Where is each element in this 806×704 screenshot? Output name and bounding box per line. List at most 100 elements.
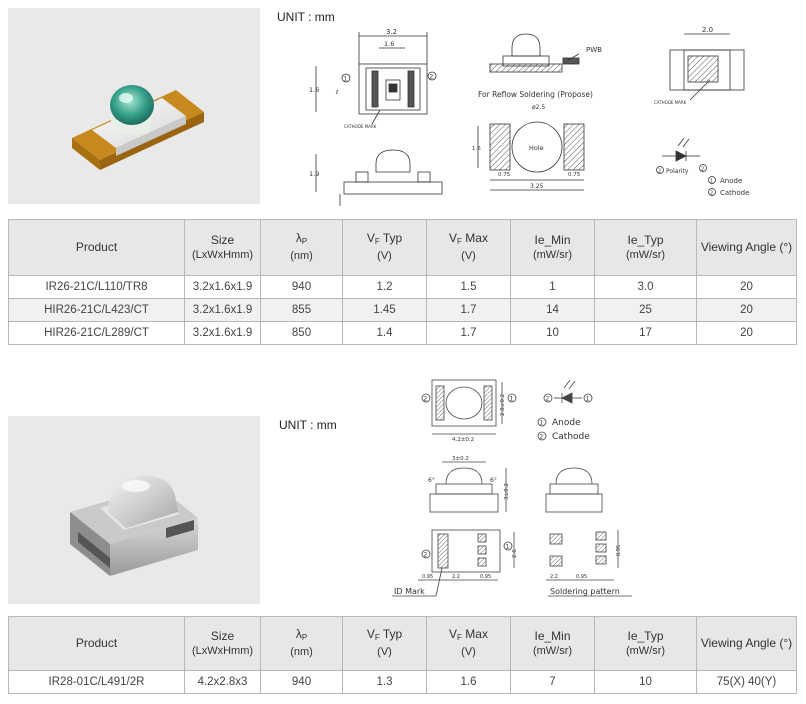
cell-vf-max: 1.5 — [426, 275, 511, 299]
dim-top-width: 4.2±0.2 — [452, 437, 474, 443]
header-ie-min: Ie_Min(mW/sr) — [510, 219, 595, 276]
dim-front-height: 3±0.2 — [504, 483, 510, 500]
dimension-drawing-ir28: 2 1 2.8±0.2 4.2±0.2 2 1 1 Anode 2 Cathod… — [386, 372, 646, 604]
dim-c: 0.95 — [480, 574, 491, 580]
led-smd-side-view-image — [70, 475, 198, 576]
cell-vf-max: 1.6 — [426, 670, 511, 694]
dim-length: 3.2 — [386, 28, 397, 36]
cell-ie-typ: 25 — [594, 298, 697, 322]
svg-text:2: 2 — [430, 74, 434, 81]
dim-b: 2.2 — [452, 574, 460, 580]
anode-label: Anode — [552, 418, 581, 428]
cell-lambda: 940 — [260, 275, 343, 299]
header-ie-typ: Ie_Typ(mW/sr) — [594, 219, 697, 276]
table-row: HIR26-21C/L423/CT 3.2x1.6x1.9 855 1.45 1… — [8, 298, 797, 322]
cell-vf-typ: 1.45 — [342, 298, 427, 322]
dimension-drawing-ir26: 3.2 1.6 1 2 1.6 ℓ CATHODE MARK — [300, 24, 800, 208]
soldering-label: Soldering pattern — [550, 587, 620, 596]
svg-text:1: 1 — [710, 179, 713, 185]
cell-lambda: 940 — [260, 670, 343, 694]
cell-ie-min: 7 — [510, 670, 595, 694]
pad-dim-left: 0.75 — [498, 172, 511, 178]
anode-label: Anode — [720, 177, 742, 185]
header-size: Size(LxWxHmm) — [184, 219, 261, 276]
cathode-label: Cathode — [720, 189, 749, 197]
table-row: HIR26-21C/L289/CT 3.2x1.6x1.9 850 1.4 1.… — [8, 321, 797, 345]
pad-height: 1.6 — [472, 146, 481, 152]
dim-a: 0.95 — [422, 574, 433, 580]
id-mark-label: ID Mark — [394, 587, 425, 596]
cathode-mark-label: CATHODE MARK — [344, 124, 377, 129]
cell-lambda: 855 — [260, 298, 343, 322]
top-view: 3.2 1.6 1 2 1.6 ℓ CATHODE MARK — [309, 28, 437, 129]
cell-angle: 75(X) 40(Y) — [696, 670, 797, 694]
cell-vf-max: 1.7 — [426, 321, 511, 345]
spec-table-ir28: Product Size(LxWxHmm) λP(nm) VF Typ(V) V… — [8, 616, 797, 694]
reflow-side-view: PWB For Reflow Soldering (Propose) — [478, 33, 602, 99]
svg-text:2: 2 — [658, 169, 661, 175]
cell-size: 3.2x1.6x1.9 — [184, 275, 261, 299]
cell-vf-max: 1.7 — [426, 298, 511, 322]
header-viewing-angle: Viewing Angle (°) — [696, 616, 797, 671]
unit-label: UNIT : mm — [277, 10, 335, 24]
pad-layout: ø2.5 Hole 1.6 0.75 0.75 3.25 — [472, 104, 585, 191]
top-view: 2 1 2.8±0.2 4.2±0.2 — [421, 379, 517, 443]
cell-lambda: 850 — [260, 321, 343, 345]
cell-product: HIR26-21C/L423/CT — [8, 298, 185, 322]
cell-ie-typ: 3.0 — [594, 275, 697, 299]
header-ie-min: Ie_Min(mW/sr) — [510, 616, 595, 671]
header-vf-typ: VF Typ(V) — [342, 219, 427, 276]
svg-text:0.95: 0.95 — [616, 545, 622, 556]
dim-e: 0.95 — [576, 574, 587, 580]
svg-text:1: 1 — [510, 396, 514, 403]
cell-size: 3.2x1.6x1.9 — [184, 321, 261, 345]
cell-angle: 20 — [696, 298, 797, 322]
cell-ie-min: 14 — [510, 298, 595, 322]
front-view: 1.9 — [309, 149, 443, 206]
cell-product: HIR26-21C/L289/CT — [8, 321, 185, 345]
cell-product: IR26-21C/L110/TR8 — [8, 275, 185, 299]
angle-right: 6° — [490, 477, 497, 484]
svg-text:ℓ: ℓ — [335, 89, 338, 96]
hole-diameter: ø2.5 — [532, 104, 545, 111]
dim-d: 2.2 — [550, 574, 558, 580]
header-product: Product — [8, 219, 185, 276]
dim-front-width: 3±0.2 — [452, 456, 469, 462]
cell-ie-min: 10 — [510, 321, 595, 345]
cell-vf-typ: 1.4 — [342, 321, 427, 345]
angle-left: 6° — [428, 477, 435, 484]
cell-ie-typ: 10 — [594, 670, 697, 694]
dim-h: 2.6 — [512, 549, 518, 558]
polarity-label: Polarity — [666, 168, 689, 175]
svg-text:1: 1 — [344, 76, 348, 83]
led-smd-1206-image — [72, 85, 204, 170]
product-photo-ir28 — [8, 416, 260, 604]
spec-table-ir26: Product Size(LxWxHmm) λP(nm) VF Typ(V) V… — [8, 219, 797, 345]
header-vf-max: VF Max(V) — [426, 616, 511, 671]
dim-top-height: 2.8±0.2 — [500, 394, 506, 416]
cell-product: IR28-01C/L491/2R — [8, 670, 185, 694]
header-product: Product — [8, 616, 185, 671]
dim-width-right: 2.0 — [702, 26, 713, 34]
svg-text:CATHODE MARK: CATHODE MARK — [654, 100, 687, 105]
header-ie-typ: Ie_Typ(mW/sr) — [594, 616, 697, 671]
dim-height-front: 1.9 — [309, 170, 319, 178]
soldering-pattern: 0.95 2.2 0.95 Soldering pattern — [546, 530, 632, 597]
svg-text:2: 2 — [424, 396, 428, 403]
table-header-row: Product Size(LxWxHmm) λP(nm) VF Typ(V) V… — [8, 616, 797, 671]
front-view: 3±0.2 6° 6° 3±0.2 — [428, 456, 603, 513]
svg-text:1: 1 — [506, 544, 510, 551]
table-row: IR28-01C/L491/2R 4.2x2.8x3 940 1.3 1.6 7… — [8, 670, 797, 694]
header-size: Size(LxWxHmm) — [184, 616, 261, 671]
svg-text:2: 2 — [546, 396, 550, 403]
cell-size: 3.2x1.6x1.9 — [184, 298, 261, 322]
dim-inner: 1.6 — [384, 40, 394, 48]
polarity-symbol: 2 Polarity 2 1 Anode 2 Cathode — [656, 137, 749, 197]
cell-ie-min: 1 — [510, 275, 595, 299]
cell-vf-typ: 1.2 — [342, 275, 427, 299]
svg-text:1: 1 — [540, 420, 544, 427]
header-vf-typ: VF Typ(V) — [342, 616, 427, 671]
pad-dim-right: 0.75 — [568, 172, 581, 178]
svg-text:2: 2 — [701, 167, 704, 173]
svg-text:1: 1 — [586, 396, 590, 403]
